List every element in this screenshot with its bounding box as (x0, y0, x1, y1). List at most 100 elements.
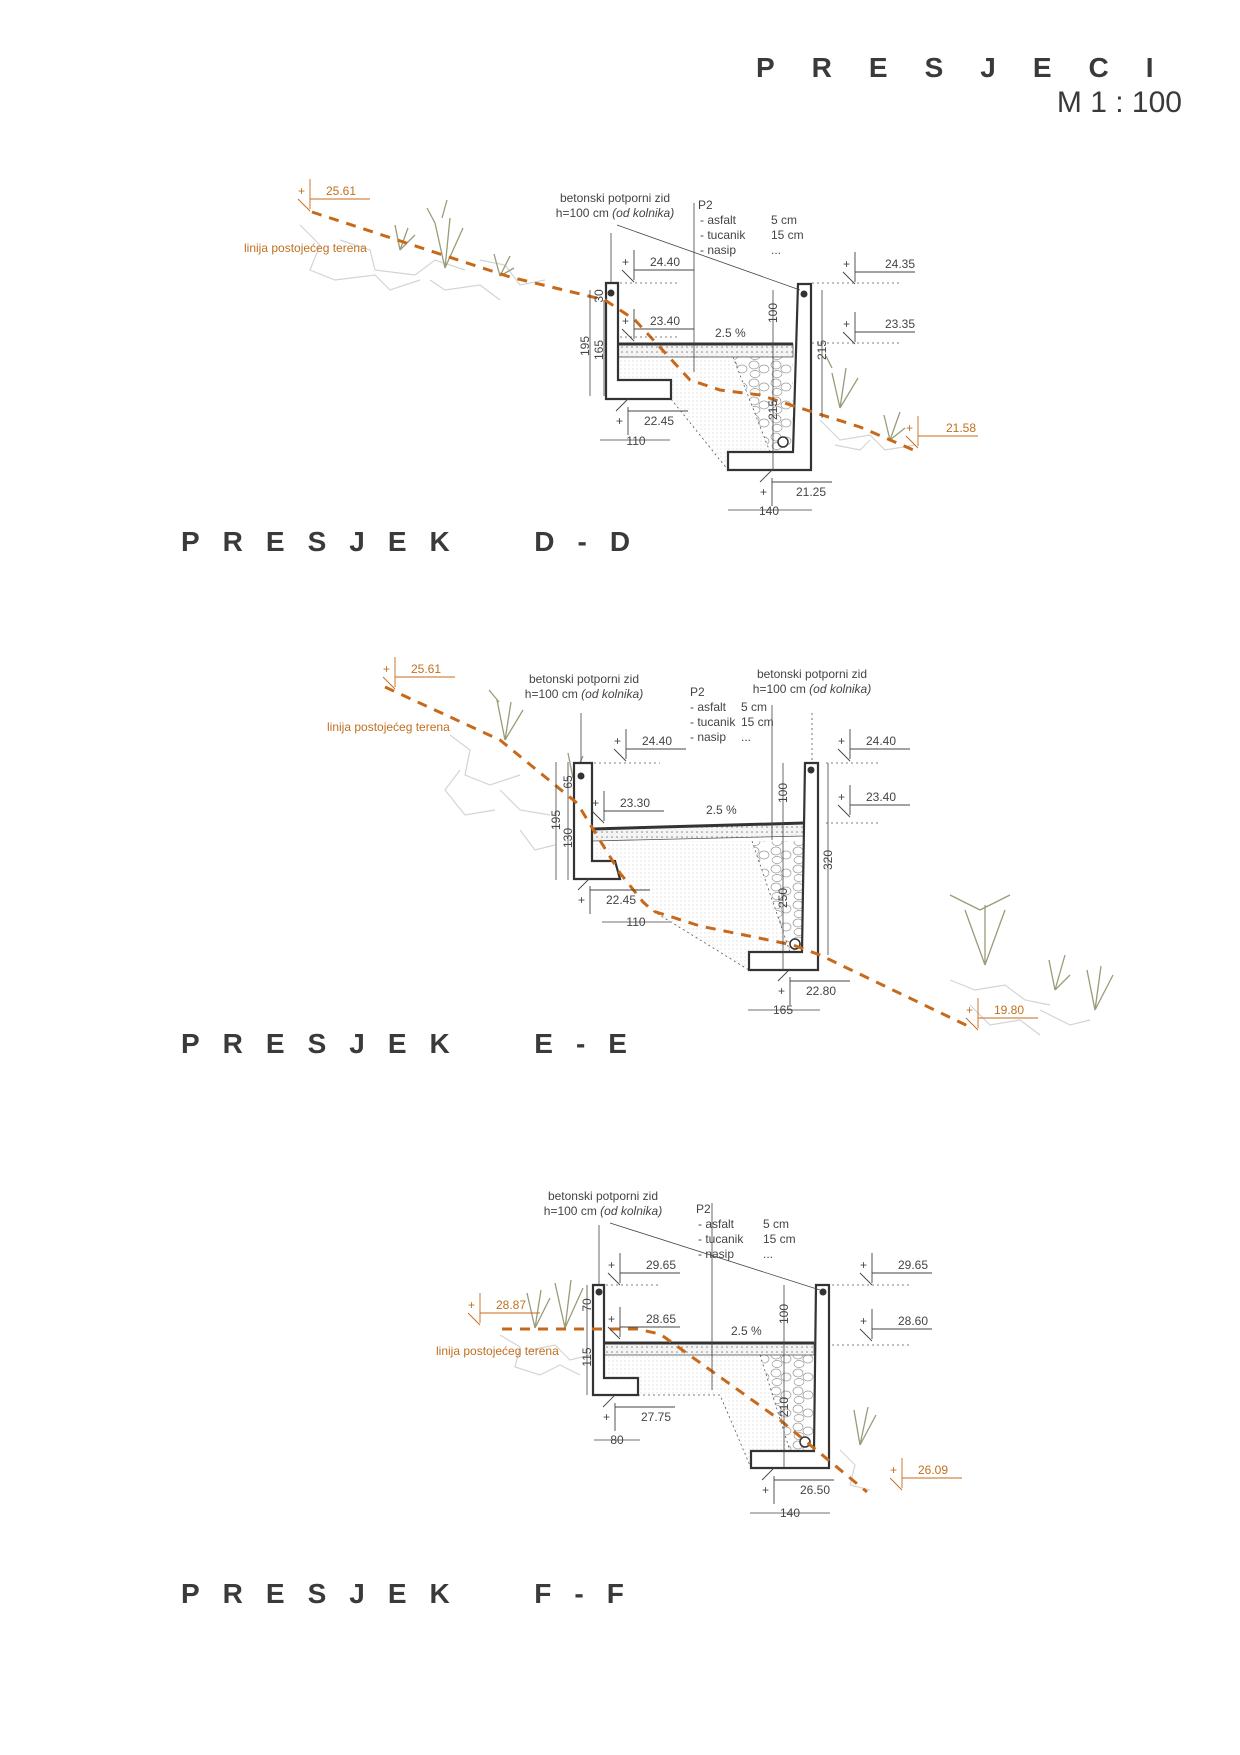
layer-thickness: 15 cm (741, 715, 774, 729)
elevation-symbol (905, 416, 978, 449)
elevation-symbol (621, 250, 694, 283)
elevation-marker: 22.80+ (777, 968, 850, 1005)
dimension: 100 (776, 783, 790, 803)
wall-note: betonski potporni zid (548, 1189, 658, 1203)
plus-sign: + (860, 1314, 867, 1328)
fill-embankment (592, 841, 802, 970)
svg-text:21.25: 21.25 (796, 485, 826, 499)
layer-name: - asfalt (690, 700, 727, 714)
sheet-scale: M 1 : 100 (1056, 86, 1182, 119)
elevation-symbol (965, 998, 1038, 1031)
dimension: 215 (766, 400, 780, 420)
plus-sign: + (860, 1258, 867, 1272)
layer-thickness: ... (763, 1247, 773, 1261)
layer-name: - tucanik (690, 715, 736, 729)
elevation-marker: 28.87 + (467, 1293, 540, 1326)
plus-sign: + (622, 255, 629, 269)
dimension: 110 (626, 434, 645, 448)
dimension: 195 (578, 336, 592, 356)
elevation-marker: 23.30 + (591, 791, 664, 824)
wall-note-height: h=100 cm (od kolnika) (556, 206, 674, 220)
plus-sign: + (760, 485, 767, 499)
elevation-marker: 24.40 + (837, 729, 910, 762)
stone-drainage (733, 357, 793, 452)
plus-sign: + (468, 1298, 475, 1312)
plus-sign: + (762, 1483, 769, 1497)
svg-text:21.58: 21.58 (946, 421, 976, 435)
right-retaining-wall (726, 282, 813, 472)
svg-text:24.35: 24.35 (885, 257, 915, 271)
svg-text:28.65: 28.65 (646, 1312, 676, 1326)
existing-terrain-line (502, 1327, 868, 1494)
svg-text:23.40: 23.40 (650, 314, 680, 328)
elevation-symbol (607, 1253, 680, 1286)
plus-sign: + (890, 1463, 897, 1477)
p2-label: P2 (690, 685, 705, 699)
layer-name: - nasip (698, 1247, 734, 1261)
plus-sign: + (592, 796, 599, 810)
layer-name: - asfalt (700, 213, 737, 227)
dimension: 100 (766, 303, 780, 323)
dimension: 140 (780, 1506, 800, 1520)
left-retaining-wall (591, 1283, 640, 1397)
terrain-label: linija postojećeg terena (436, 1344, 559, 1358)
plus-sign: + (843, 317, 850, 331)
plus-sign: + (906, 421, 913, 435)
svg-text:19.80: 19.80 (994, 1003, 1024, 1017)
elevation-marker: 24.40+ (621, 250, 694, 283)
svg-text:25.61: 25.61 (411, 662, 441, 676)
section-title-e-e: PRESJEK E-E (181, 1028, 650, 1059)
rock-texture (444, 734, 1091, 1036)
layer-thickness: 5 cm (741, 700, 767, 714)
layer-name: - nasip (700, 243, 736, 257)
layer-name: - asfalt (698, 1217, 735, 1231)
slope-label: 2.5 % (706, 803, 737, 817)
svg-text:28.87: 28.87 (496, 1298, 526, 1312)
elevation-symbol (297, 179, 370, 212)
svg-text:24.40: 24.40 (866, 734, 896, 748)
svg-text:22.45: 22.45 (606, 893, 636, 907)
slope-label: 2.5 % (715, 326, 746, 340)
left-retaining-wall (604, 281, 673, 401)
layer-name: - tucanik (700, 228, 746, 242)
plus-sign: + (298, 184, 305, 198)
svg-text:23.35: 23.35 (885, 317, 915, 331)
elevation-marker: 24.40+ (613, 729, 686, 762)
p2-label: P2 (696, 1202, 711, 1216)
plus-sign: + (383, 662, 390, 676)
elevation-symbol (859, 1253, 932, 1286)
dimension: 30 (592, 289, 606, 303)
dimension: 100 (777, 1304, 791, 1324)
elevation-marker: 29.65 + (859, 1253, 932, 1286)
layer-thickness: 5 cm (763, 1217, 789, 1231)
elevation-marker: 21.25 + (759, 469, 832, 506)
plant-icon (526, 1279, 877, 1446)
sheet-title: PRESJECI (756, 52, 1191, 83)
svg-text:27.75: 27.75 (641, 1410, 671, 1424)
left-retaining-wall (572, 761, 622, 881)
elevation-symbol (591, 791, 664, 824)
plant-icon (394, 199, 906, 441)
elevation-symbol (613, 729, 686, 762)
layer-thickness: ... (741, 730, 751, 744)
dimension: 70 (580, 1298, 594, 1312)
plus-sign: + (616, 414, 623, 428)
elevation-marker: 23.35 + (842, 312, 915, 345)
wall-note-height: h=100 cm (od kolnika) (525, 687, 643, 701)
elevation-symbol (842, 252, 915, 285)
svg-text:29.65: 29.65 (898, 1258, 928, 1272)
section-e-e: betonski potporni zid h=100 cm (od kolni… (327, 657, 1114, 1036)
elevation-symbol (859, 1309, 932, 1342)
p2-label: P2 (698, 198, 713, 212)
plus-sign: + (966, 1003, 973, 1017)
svg-text:22.45: 22.45 (644, 414, 674, 428)
dimension: 115 (580, 1347, 594, 1366)
svg-text:23.30: 23.30 (620, 796, 650, 810)
elevation-marker: 25.61+ (297, 179, 370, 212)
elevation-symbol (607, 1307, 680, 1340)
stone-drainage (760, 1355, 814, 1451)
plus-sign: + (838, 734, 845, 748)
elevation-marker: 26.09+ (889, 1458, 962, 1491)
fill-embankment (604, 1355, 814, 1468)
right-retaining-wall (749, 1283, 831, 1470)
